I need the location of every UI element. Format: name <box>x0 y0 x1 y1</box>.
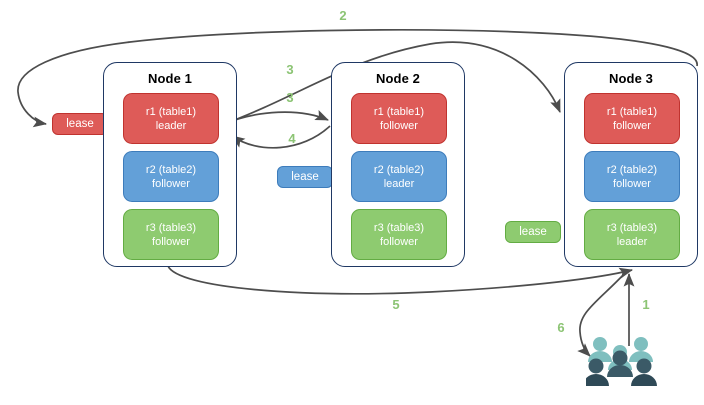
replica-n2-r3: r3 (table3) follower <box>351 209 447 260</box>
replica-n1-r2: r2 (table2) follower <box>123 151 219 202</box>
arrow-step-5 <box>167 265 633 295</box>
replica-role-label: follower <box>152 235 190 248</box>
replica-range-label: r3 (table3) <box>606 221 658 234</box>
lease-label: lease <box>66 118 94 130</box>
replica-range-label: r1 (table1) <box>606 105 658 118</box>
replica-role-label: follower <box>152 177 190 190</box>
step-label-5: 5 <box>392 297 400 312</box>
replica-range-label: r2 (table2) <box>373 163 425 176</box>
replica-role-label: leader <box>383 177 415 190</box>
replica-n2-r1: r1 (table1) follower <box>351 93 447 144</box>
replica-n2-r2: r2 (table2) leader <box>351 151 447 202</box>
arrow-step-4 <box>231 125 331 149</box>
replica-role-label: follower <box>613 119 651 132</box>
replica-role-label: leader <box>616 235 648 248</box>
replica-role-label: follower <box>380 119 418 132</box>
lease-label: lease <box>291 171 319 183</box>
replica-role-label: follower <box>613 177 651 190</box>
lease-badge-green: lease <box>505 221 561 243</box>
node-title: Node 3 <box>609 71 653 86</box>
replica-role-label: follower <box>380 235 418 248</box>
node-box-1: Node 1 r1 (table1) leader r2 (table2) fo… <box>103 62 237 267</box>
step-label-3-upper: 3 <box>286 62 294 77</box>
step-label-6: 6 <box>557 320 565 335</box>
node-box-3: Node 3 r1 (table1) follower r2 (table2) … <box>564 62 698 267</box>
lease-badge-blue: lease <box>277 166 333 188</box>
step-label-1: 1 <box>642 297 650 312</box>
lease-label: lease <box>519 226 547 238</box>
node-box-2: Node 2 r1 (table1) follower r2 (table2) … <box>331 62 465 267</box>
people-group-icon <box>586 337 657 386</box>
step-label-4: 4 <box>288 131 296 146</box>
replica-range-label: r1 (table1) <box>145 105 197 118</box>
arrow-step-3-lower <box>223 110 329 125</box>
node-title: Node 1 <box>148 71 192 86</box>
replica-n3-r3: r3 (table3) leader <box>584 209 680 260</box>
replica-range-label: r2 (table2) <box>606 163 658 176</box>
lease-badge-red: lease <box>52 113 108 135</box>
replica-role-label: leader <box>155 119 187 132</box>
replica-range-label: r3 (table3) <box>373 221 425 234</box>
replica-range-label: r2 (table2) <box>145 163 197 176</box>
replica-n1-r3: r3 (table3) follower <box>123 209 219 260</box>
replica-n3-r2: r2 (table2) follower <box>584 151 680 202</box>
step-label-2: 2 <box>339 8 347 23</box>
replica-n3-r1: r1 (table1) follower <box>584 93 680 144</box>
step-label-3-lower: 3 <box>286 90 294 105</box>
replica-range-label: r3 (table3) <box>145 221 197 234</box>
replica-range-label: r1 (table1) <box>373 105 425 118</box>
node-title: Node 2 <box>376 71 420 86</box>
replica-n1-r1: r1 (table1) leader <box>123 93 219 144</box>
